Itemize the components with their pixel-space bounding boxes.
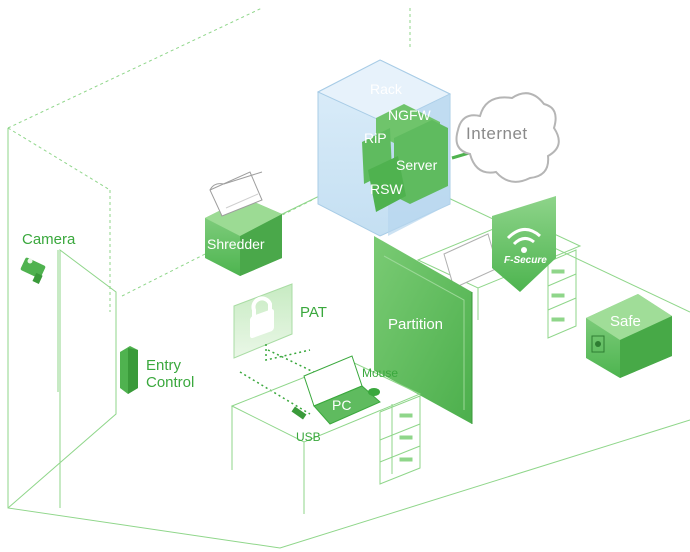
usb-label: USB bbox=[296, 430, 321, 444]
pat-links bbox=[239, 344, 323, 415]
back-laptop bbox=[443, 233, 499, 289]
safe-icon bbox=[586, 294, 672, 378]
entry-control-label: Entry Control bbox=[146, 357, 195, 391]
fsecure-label: F-Secure bbox=[504, 255, 547, 266]
rack-cabinet bbox=[316, 59, 452, 237]
rip-label: RiP bbox=[364, 130, 387, 146]
partition-wall bbox=[374, 236, 473, 424]
internet-label: Internet bbox=[466, 124, 528, 143]
camera-icon bbox=[20, 257, 46, 284]
pat-label: PAT bbox=[300, 304, 327, 321]
partition-label: Partition bbox=[388, 316, 444, 333]
room-outline bbox=[7, 7, 690, 549]
pc-label: PC bbox=[332, 397, 352, 413]
ngfw-label: NGFW bbox=[388, 107, 431, 123]
entry-control-device bbox=[120, 346, 138, 394]
shredder-icon bbox=[205, 171, 282, 276]
shredder-label: Shredder bbox=[207, 236, 265, 252]
mouse-label: Mouse bbox=[362, 366, 399, 380]
rsw-label: RSW bbox=[370, 181, 403, 197]
lock-icon bbox=[233, 283, 293, 359]
server-label: Server bbox=[396, 157, 438, 173]
rack-label: Rack bbox=[370, 81, 402, 97]
usb-stick bbox=[291, 406, 307, 420]
pc-laptop bbox=[303, 355, 381, 425]
safe-label: Safe bbox=[610, 313, 641, 330]
camera-label: Camera bbox=[22, 231, 76, 248]
mouse-device bbox=[368, 388, 380, 396]
shield-icon bbox=[492, 196, 556, 292]
cloud-icon bbox=[455, 92, 560, 183]
